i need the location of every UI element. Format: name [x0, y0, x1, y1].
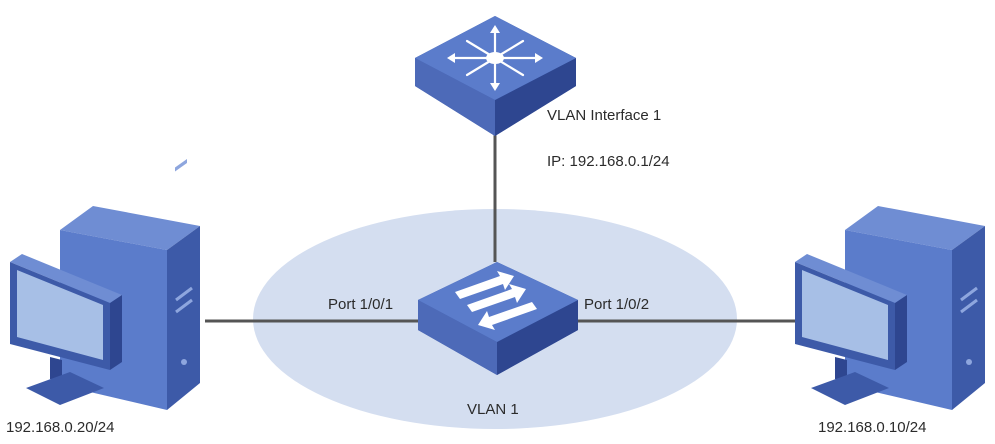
right-host-ip-label: 192.168.0.10/24 [818, 419, 927, 436]
left-host-icon [10, 159, 200, 410]
switch-icon [418, 262, 578, 375]
left-host-ip-label: 192.168.0.20/24 [6, 419, 115, 436]
vlan-interface-label: VLAN Interface 1 [547, 107, 662, 124]
router-icon [415, 16, 576, 136]
right-host-icon [795, 206, 985, 410]
port-right-label: Port 1/0/2 [584, 296, 650, 313]
router-ip-label: IP: 192.168.0.1/24 [547, 153, 670, 170]
vlan-label: VLAN 1 [467, 401, 519, 418]
port-left-label: Port 1/0/1 [328, 296, 394, 313]
